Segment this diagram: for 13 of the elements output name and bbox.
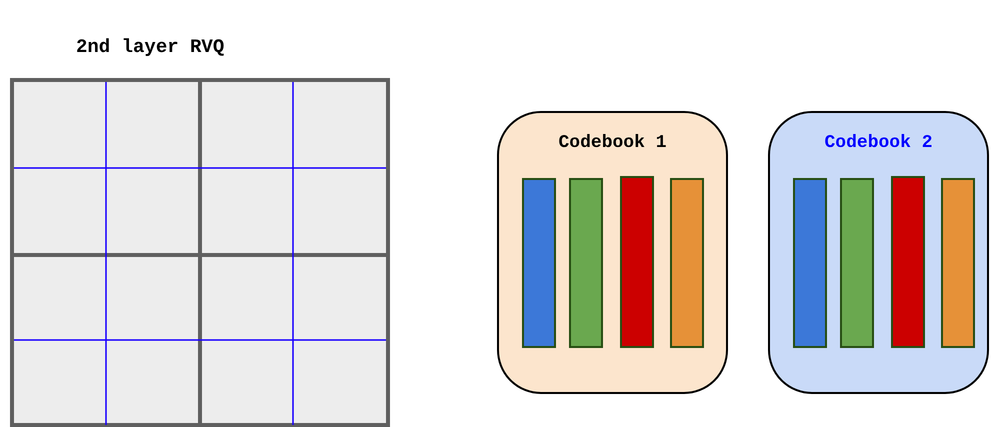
codebook-vector bbox=[793, 178, 827, 348]
diagram-title: 2nd layer RVQ bbox=[76, 35, 224, 60]
codebook-panel bbox=[497, 111, 728, 394]
codebook-vector bbox=[941, 178, 975, 348]
codebook-title: Codebook 2 bbox=[823, 132, 934, 155]
codebook-panel bbox=[768, 111, 989, 394]
codebook-vector bbox=[569, 178, 603, 348]
codebook-title: Codebook 1 bbox=[557, 132, 668, 155]
codebook-vector bbox=[670, 178, 704, 348]
codebook-vector bbox=[840, 178, 874, 348]
codebook-vector bbox=[620, 176, 654, 348]
codebook-vector bbox=[522, 178, 556, 348]
codebook-vector bbox=[891, 176, 925, 348]
